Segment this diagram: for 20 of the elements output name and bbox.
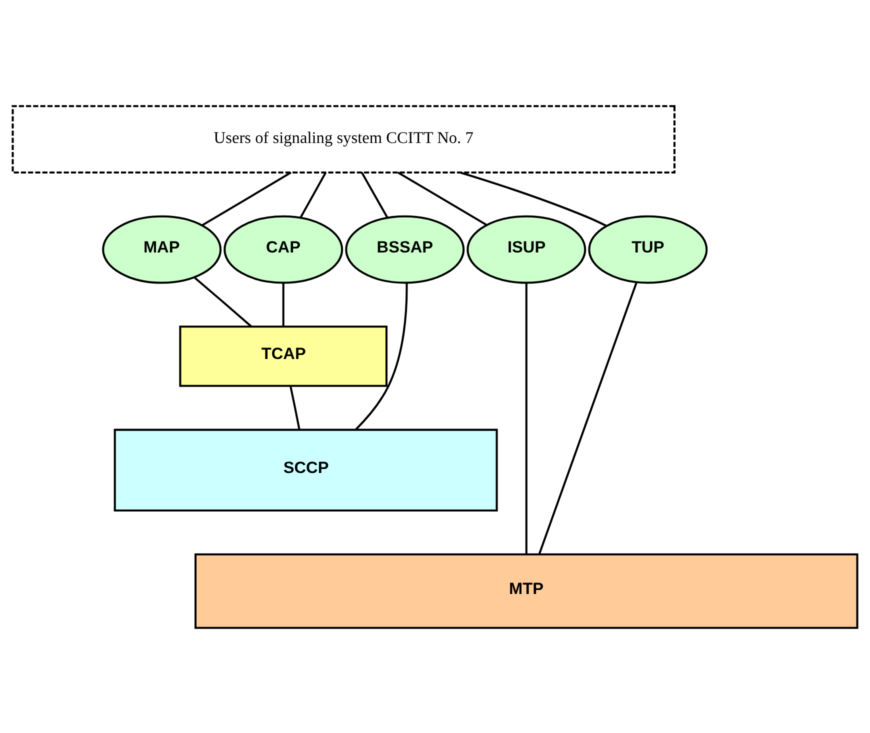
node-ellipse: BSSAP — [345, 214, 465, 284]
connector — [300, 171, 327, 218]
connector — [460, 171, 607, 226]
connector — [525, 282, 528, 554]
connector — [538, 281, 638, 554]
node-box: SCCP — [114, 428, 498, 511]
node-ellipse: MAP — [102, 214, 222, 284]
node-ellipse: CAP — [224, 214, 344, 284]
connector — [355, 282, 408, 430]
node-box: TCAP — [179, 325, 388, 386]
connector — [194, 276, 252, 327]
connector — [290, 385, 300, 430]
node-ellipse: TUP — [588, 214, 708, 284]
connector — [397, 171, 487, 226]
node-ellipse: ISUP — [466, 214, 586, 284]
connector — [282, 282, 284, 326]
node-box: MTP — [194, 552, 858, 628]
node-box: Users of signaling system CCITT No. 7 — [12, 104, 676, 173]
connector — [360, 171, 388, 218]
connector — [202, 171, 292, 226]
